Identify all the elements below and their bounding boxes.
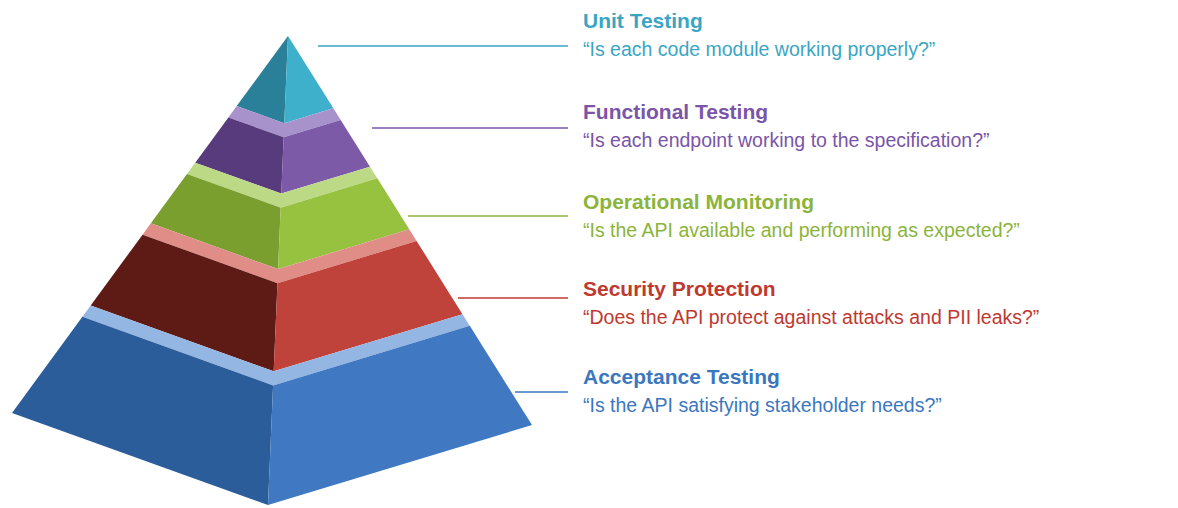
- tier-heading: Operational Monitoring: [583, 189, 1020, 215]
- tier-heading: Functional Testing: [583, 99, 989, 125]
- leader-line: [458, 297, 568, 299]
- tier-left-face: [12, 317, 273, 505]
- leader-line: [318, 45, 568, 47]
- tier-heading: Unit Testing: [583, 8, 935, 34]
- tier-heading: Security Protection: [583, 276, 1039, 302]
- tier-label: Acceptance Testing“Is the API satisfying…: [583, 364, 942, 418]
- leader-line: [372, 127, 568, 129]
- tier-question: “Is each endpoint working to the specifi…: [583, 127, 989, 153]
- tier-right-face: [284, 36, 333, 123]
- tier-heading: Acceptance Testing: [583, 364, 942, 390]
- tier-question: “Is the API satisfying stakeholder needs…: [583, 392, 942, 418]
- tier-label: Unit Testing“Is each code module working…: [583, 8, 935, 62]
- tier-right-face: [268, 326, 532, 505]
- pyramid-tier: Functional Testing“Is each endpoint work…: [0, 99, 1178, 194]
- tier-question: “Does the API protect against attacks an…: [583, 304, 1039, 330]
- leader-line: [408, 215, 568, 217]
- pyramid-tier: Acceptance Testing“Is the API satisfying…: [0, 305, 1178, 505]
- leader-line: [515, 391, 568, 393]
- tier-question: “Is each code module working properly?”: [583, 36, 935, 62]
- tier-label: Operational Monitoring“Is the API availa…: [583, 189, 1020, 243]
- tier-label: Security Protection“Does the API protect…: [583, 276, 1039, 330]
- tier-question: “Is the API available and performing as …: [583, 217, 1020, 243]
- tier-label: Functional Testing“Is each endpoint work…: [583, 99, 989, 153]
